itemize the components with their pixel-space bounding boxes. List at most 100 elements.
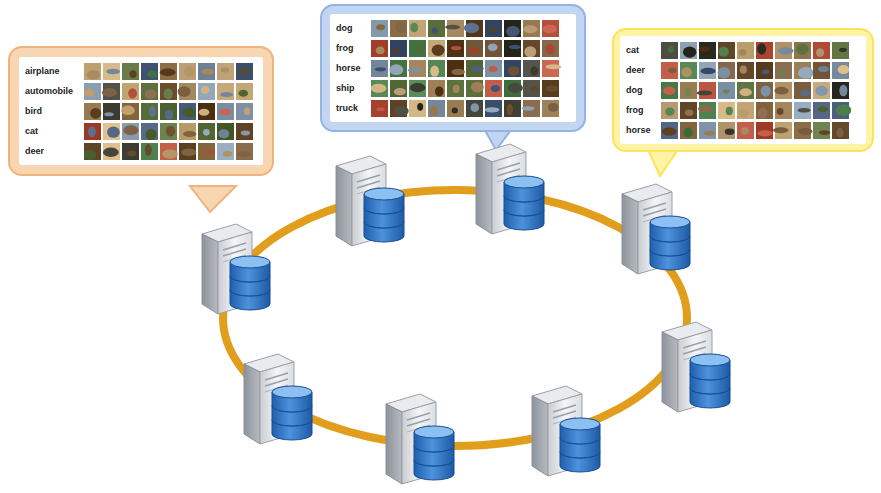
class-row: dog: [336, 18, 570, 38]
thumbnail: [236, 143, 253, 160]
thumbnail: [485, 40, 502, 57]
thumbnail: [774, 82, 792, 99]
image-panel: airplaneautomobilebirdcatdeer: [19, 57, 263, 165]
thumbnail: [680, 102, 697, 119]
thumbnail: [523, 20, 540, 37]
thumbnail: [428, 60, 445, 77]
class-label: dog: [626, 85, 661, 95]
thumbnail: [485, 60, 502, 77]
thumbnail: [794, 122, 812, 139]
thumbnail: [832, 122, 849, 139]
thumbnail: [680, 122, 697, 139]
thumbnail: [504, 40, 521, 57]
thumbnail: [718, 42, 735, 59]
thumbnail: [775, 62, 792, 79]
class-row: truck: [336, 98, 570, 118]
thumbnail: [504, 20, 521, 37]
thumbnail: [523, 40, 540, 57]
server-icon: [336, 156, 404, 246]
class-row: frog: [626, 100, 860, 120]
thumbnail: [466, 80, 484, 97]
thumbnail: [122, 83, 139, 100]
callout-bubble: airplaneautomobilebirdcatdeer: [8, 46, 274, 176]
server-icon: [244, 354, 312, 444]
image-thumbnails: [371, 60, 561, 77]
thumbnail: [409, 100, 426, 117]
thumbnail: [217, 123, 234, 140]
thumbnail: [84, 143, 101, 160]
thumbnail: [661, 122, 678, 139]
image-panel: dogfroghorseshiptruck: [330, 14, 576, 122]
image-thumbnails: [661, 82, 851, 99]
thumbnail: [122, 63, 139, 80]
thumbnail: [178, 83, 196, 100]
thumbnail: [756, 82, 773, 99]
thumbnail: [102, 83, 120, 100]
image-thumbnails: [371, 80, 561, 97]
thumbnail: [179, 103, 196, 120]
thumbnail: [661, 82, 678, 99]
thumbnail: [179, 123, 197, 140]
class-row: automobile: [25, 81, 257, 101]
thumbnail: [236, 63, 253, 80]
thumbnail: [409, 40, 426, 57]
class-label: automobile: [25, 86, 84, 96]
class-row: cat: [25, 121, 257, 141]
thumbnail: [699, 122, 716, 139]
thumbnail: [737, 42, 754, 59]
thumbnail: [699, 62, 716, 79]
class-row: cat: [626, 40, 860, 60]
image-thumbnails: [661, 42, 851, 59]
thumbnail: [794, 82, 811, 99]
thumbnail: [813, 82, 830, 99]
thumbnail: [756, 122, 773, 139]
thumbnail: [198, 63, 215, 80]
thumbnail: [680, 82, 697, 99]
ring-network: [223, 190, 687, 446]
image-thumbnails: [84, 103, 255, 120]
thumbnail: [428, 100, 445, 117]
thumbnail: [718, 82, 735, 99]
thumbnail: [661, 102, 678, 119]
thumbnail: [141, 63, 158, 80]
thumbnail: [775, 102, 792, 119]
thumbnail: [160, 63, 177, 80]
thumbnail: [794, 42, 811, 59]
thumbnail: [737, 82, 754, 99]
thumbnail: [522, 100, 540, 117]
thumbnail: [832, 102, 851, 119]
thumbnail: [198, 123, 215, 140]
thumbnail: [198, 143, 215, 160]
class-label: cat: [25, 126, 84, 136]
thumbnail: [217, 103, 234, 120]
thumbnail: [794, 62, 814, 79]
thumbnail: [390, 100, 409, 117]
thumbnail: [179, 143, 196, 160]
thumbnail: [389, 60, 407, 77]
thumbnail: [409, 80, 426, 97]
thumbnail: [84, 123, 101, 140]
server-icon: [202, 224, 270, 314]
thumbnail: [523, 80, 540, 97]
image-thumbnails: [371, 100, 561, 117]
thumbnail: [371, 20, 388, 37]
thumbnail: [466, 100, 483, 117]
thumbnail: [160, 103, 177, 120]
thumbnail: [680, 42, 697, 59]
class-row: horse: [626, 120, 860, 140]
thumbnail: [542, 80, 559, 97]
thumbnail: [409, 20, 426, 37]
class-row: frog: [336, 38, 570, 58]
thumbnail: [122, 143, 139, 160]
callout-bubble: catdeerdogfroghorse: [612, 28, 874, 152]
thumbnail: [84, 83, 101, 100]
server-icon: [386, 394, 454, 484]
thumbnail: [160, 143, 178, 160]
thumbnail: [698, 102, 716, 119]
thumbnail: [813, 42, 830, 59]
thumbnail: [718, 122, 735, 139]
thumbnail: [485, 20, 502, 37]
thumbnail: [699, 42, 716, 59]
thumbnail: [718, 102, 735, 119]
